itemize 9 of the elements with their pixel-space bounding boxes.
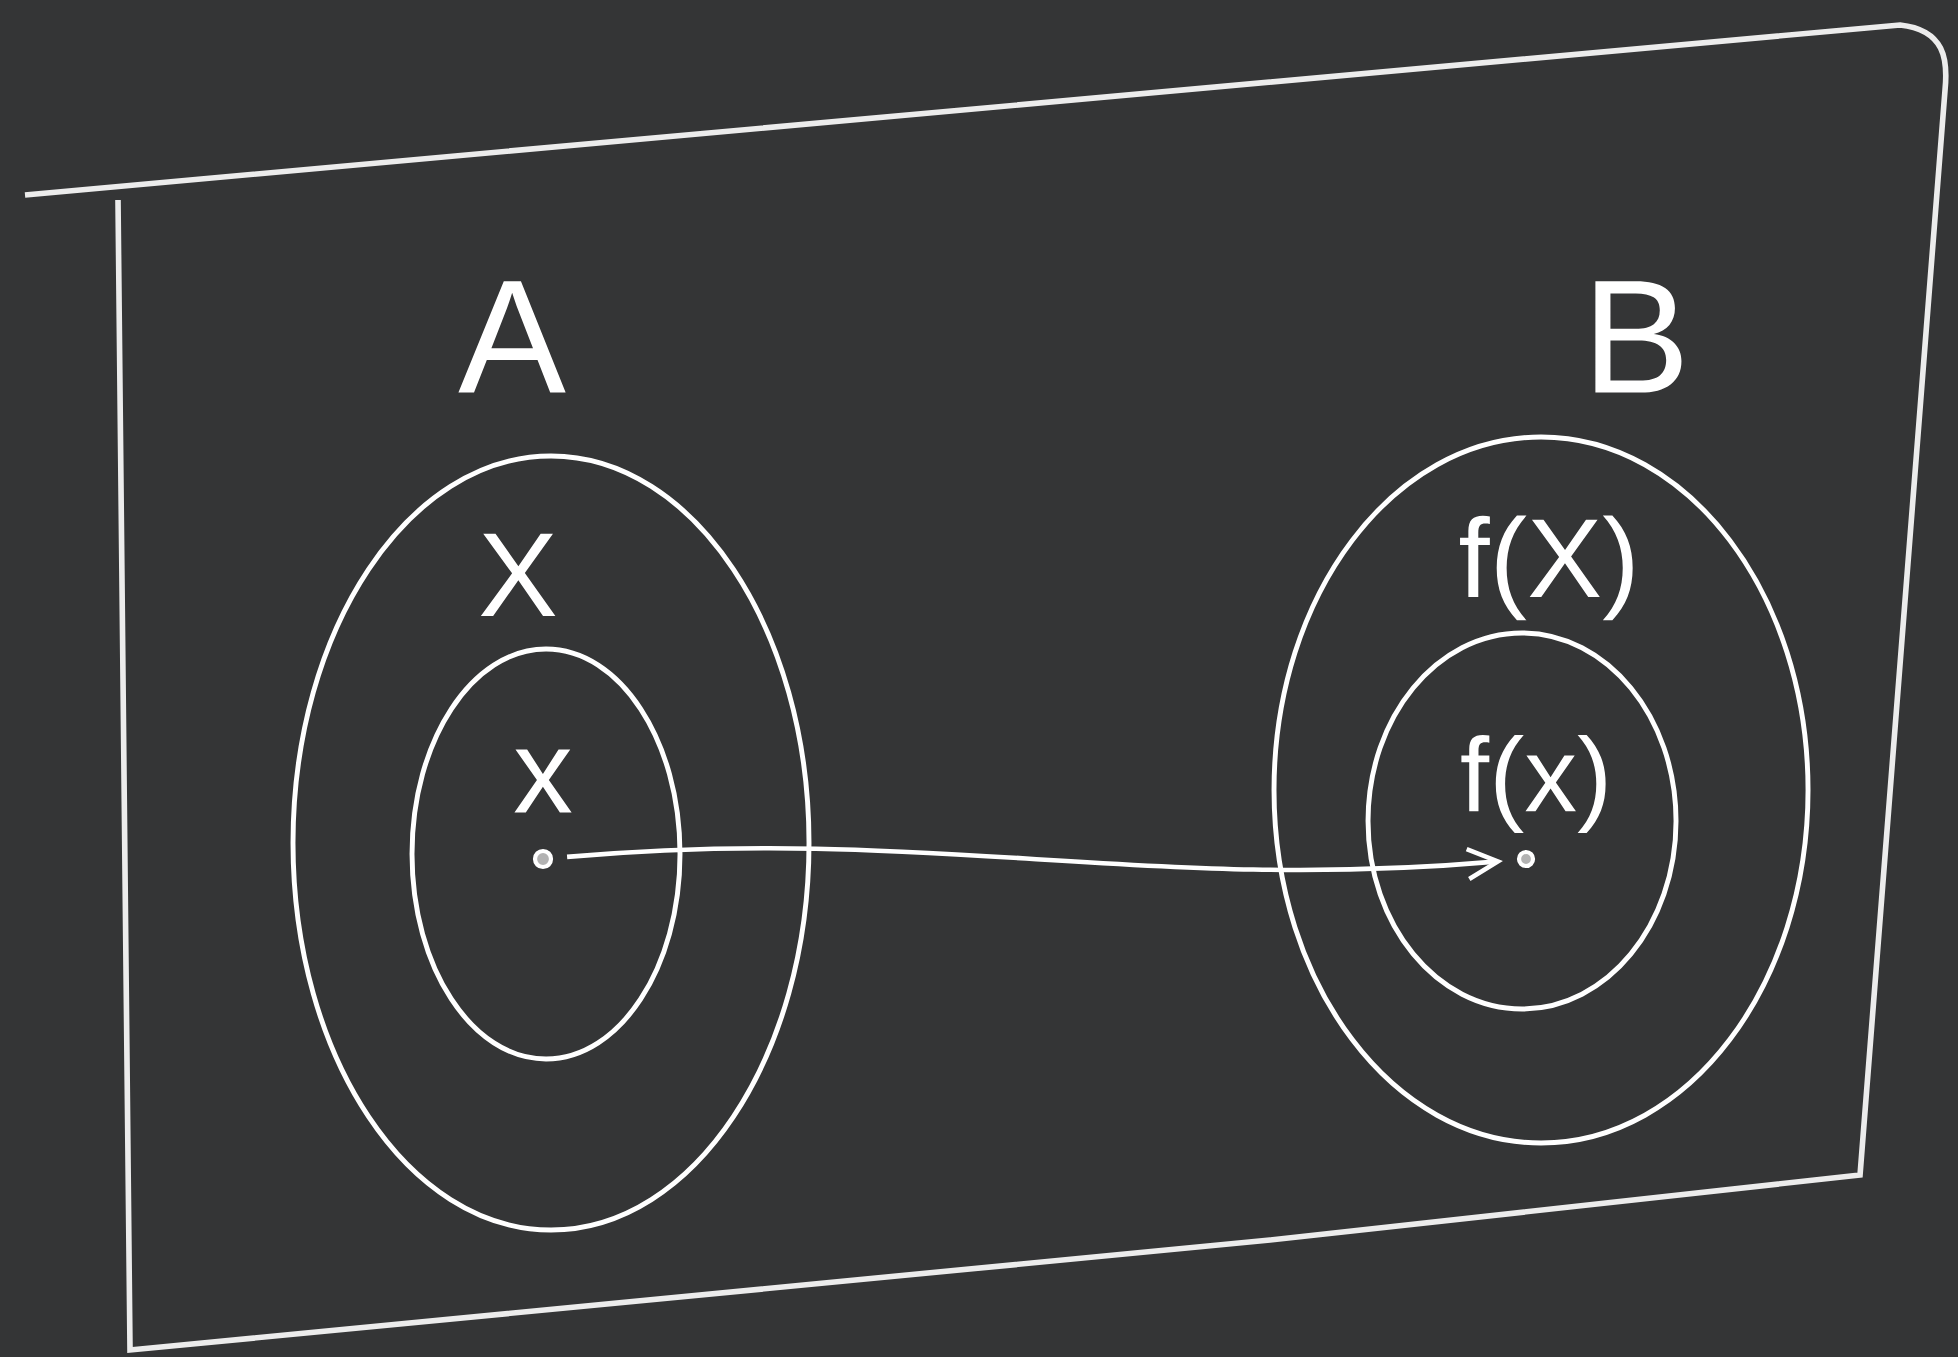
set-name: B <box>1595 281 1682 393</box>
set-name: A <box>458 281 566 393</box>
point-dot <box>1516 849 1536 869</box>
point-dot <box>532 848 554 870</box>
arrow <box>566 846 1503 881</box>
element-label: X <box>480 533 556 617</box>
element-label: f(x) <box>1461 734 1606 834</box>
element-label: x <box>514 749 572 813</box>
element-label: f(X) <box>1460 515 1633 621</box>
